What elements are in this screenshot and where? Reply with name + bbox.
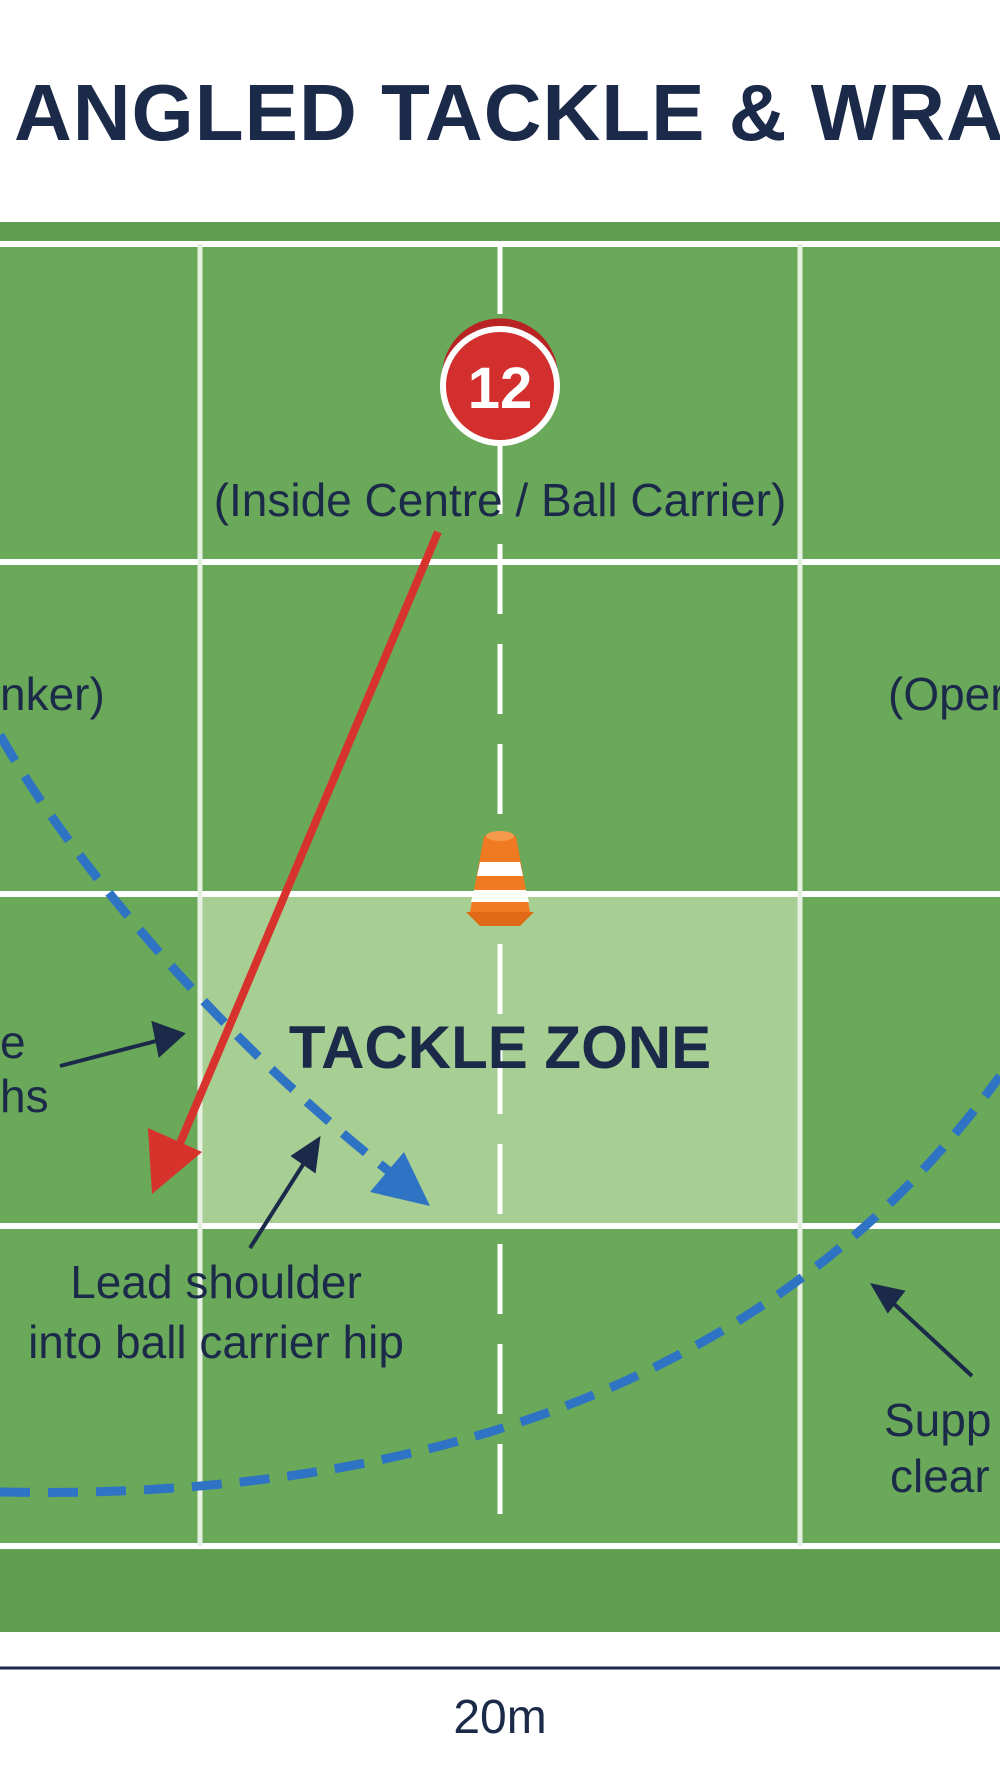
left-note-line-2: hs [0,1070,49,1122]
support-line-1: Supp [884,1394,991,1446]
right-role-partial: (Oper [888,668,1000,720]
support-line-2: clear [890,1450,990,1502]
tackle-zone-label: TACKLE ZONE [289,1014,711,1081]
scale-label: 20m [453,1691,547,1744]
diagram-title: ANGLED TACKLE & WRAP PR [0,58,1000,168]
left-note-line-1: e [0,1016,26,1068]
lead-shoulder-line-1: Lead shoulder [70,1256,362,1308]
diagram-title-text: ANGLED TACKLE & WRAP PR [14,68,1000,157]
left-role-partial: nker) [0,668,105,720]
cone-icon [466,831,534,926]
pitch-vertical-lines [197,244,803,1546]
lead-shoulder-line-2: into ball carrier hip [28,1316,404,1368]
annotation-arrows [59,1020,974,1378]
pitch-top-band [0,222,1000,244]
player-12-marker-icon: 12 [440,318,560,446]
player-12-role: (Inside Centre / Ball Carrier) [214,474,787,526]
defender-path-left [0,732,403,1184]
defender-path-bottom [0,1073,1000,1497]
pitch-bottom-band [0,1550,1000,1632]
defender-path-left-arrowhead [370,1152,430,1206]
ball-carrier-path [174,530,442,1150]
player-12-number: 12 [468,356,533,421]
ball-carrier-path-arrowhead [148,1128,202,1194]
